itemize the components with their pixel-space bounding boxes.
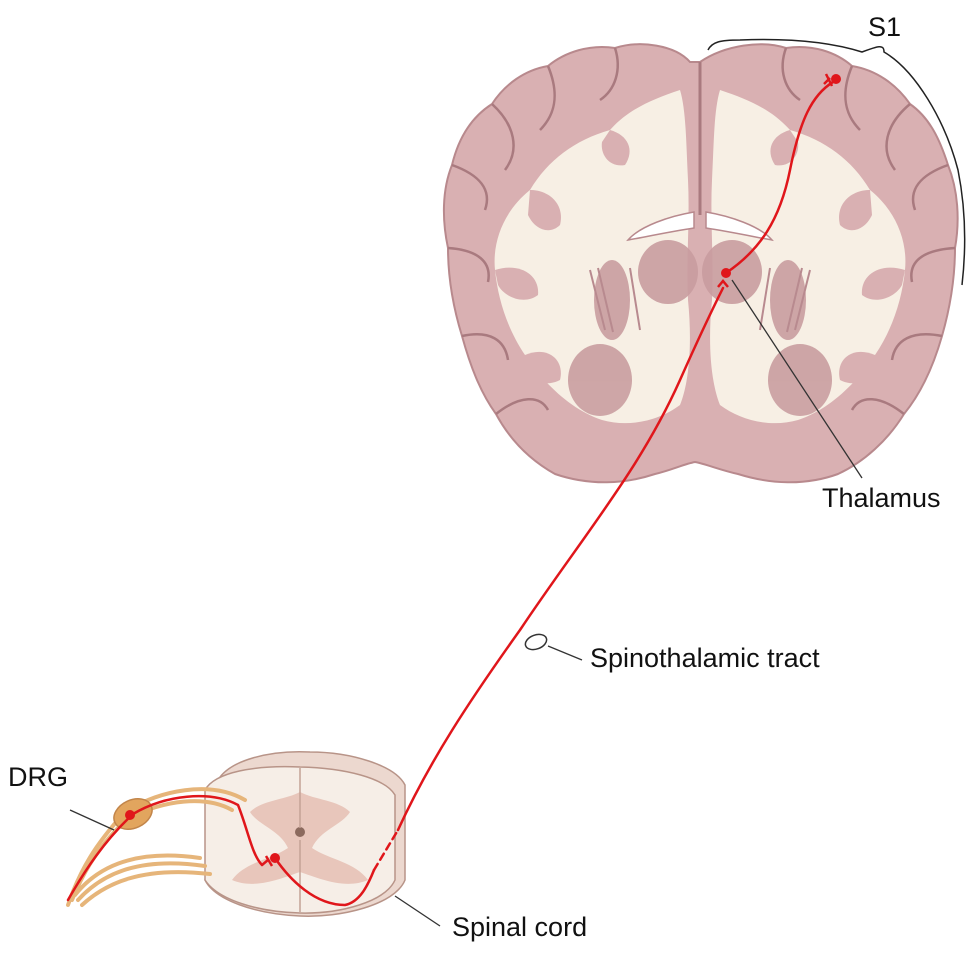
dorsal-horn-cell-body [270, 853, 280, 863]
spinothalamic-tract-label: Spinothalamic tract [590, 643, 820, 674]
central-canal [295, 827, 305, 837]
tract-leader [548, 646, 582, 660]
spinothalamic-tract-marker [523, 632, 548, 653]
thalamus-label: Thalamus [822, 483, 941, 514]
s1-label: S1 [868, 12, 901, 43]
drg-leader [70, 810, 114, 830]
thalamus-cell-body [721, 268, 731, 278]
spinal-cord-leader [395, 896, 440, 926]
drg-cell-body [125, 810, 135, 820]
brain-coronal-section [444, 44, 958, 482]
drg-label: DRG [8, 762, 68, 793]
spinal-cord-label: Spinal cord [452, 912, 587, 943]
s1-cell-body [831, 74, 841, 84]
